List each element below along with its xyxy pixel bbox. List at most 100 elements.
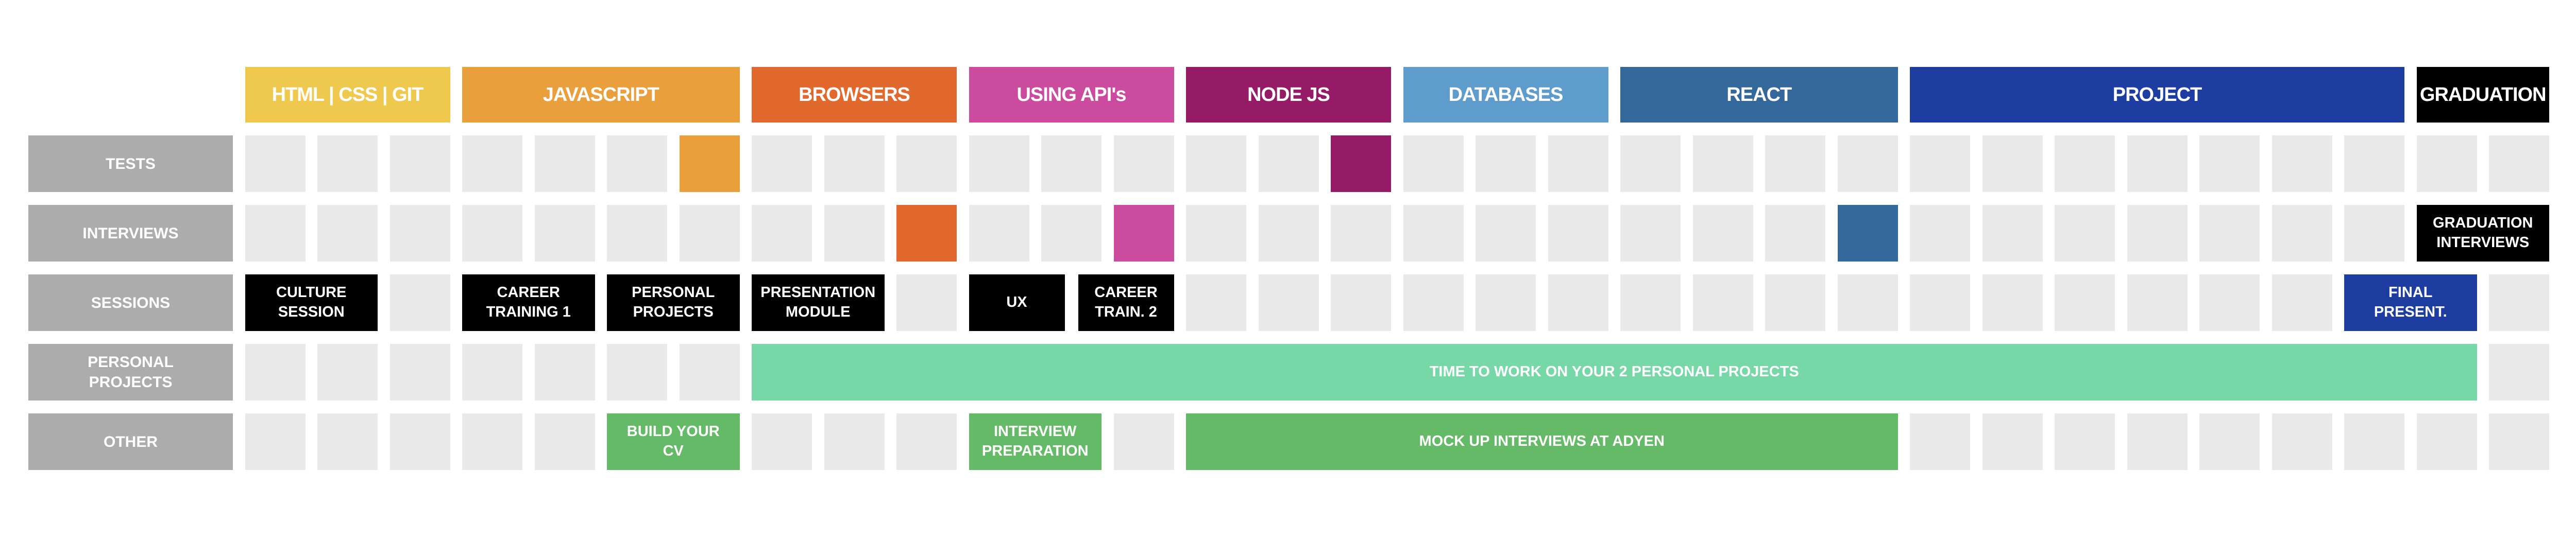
empty-cell: [607, 205, 667, 262]
empty-cell: [1982, 274, 2043, 331]
event-ux-session: UX: [969, 274, 1065, 331]
row-label-sessions: SESSIONS: [28, 274, 233, 331]
empty-cell: [607, 344, 667, 401]
empty-cell: [1258, 205, 1319, 262]
row-label-interviews: INTERVIEWS: [28, 205, 233, 262]
empty-cell: [1910, 135, 1970, 192]
event-personal-projects-session: PERSONAL PROJECTS: [607, 274, 740, 331]
empty-cell: [1548, 274, 1608, 331]
empty-cell: [245, 205, 306, 262]
module-header-databases: DATABASES: [1403, 67, 1608, 123]
empty-cell: [1258, 274, 1319, 331]
row-label-other: OTHER: [28, 413, 233, 470]
empty-cell: [1403, 274, 1464, 331]
event-javascript-test: [679, 135, 740, 192]
module-header-html-css-git: HTML | CSS | GIT: [245, 67, 450, 123]
event-culture-session: CULTURE SESSION: [245, 274, 378, 331]
empty-cell: [1548, 135, 1608, 192]
empty-cell: [1765, 205, 1825, 262]
event-build-your-cv: BUILD YOUR CV: [607, 413, 740, 470]
empty-cell: [2489, 135, 2549, 192]
empty-cell: [1041, 205, 1101, 262]
empty-cell: [969, 135, 1029, 192]
empty-cell: [1910, 413, 1970, 470]
empty-cell: [534, 135, 595, 192]
empty-cell: [1837, 274, 1898, 331]
empty-cell: [1837, 135, 1898, 192]
module-header-using-apis: USING API's: [969, 67, 1174, 123]
empty-cell: [245, 344, 306, 401]
event-career-training-2: CAREER TRAIN. 2: [1078, 274, 1174, 331]
event-career-training-1: CAREER TRAINING 1: [462, 274, 595, 331]
empty-cell: [752, 135, 812, 192]
empty-cell: [389, 413, 450, 470]
empty-cell: [2489, 344, 2549, 401]
empty-cell: [389, 135, 450, 192]
empty-cell: [1258, 135, 1319, 192]
empty-cell: [2055, 274, 2115, 331]
empty-cell: [1620, 135, 1681, 192]
empty-cell: [2127, 205, 2188, 262]
empty-cell: [1692, 274, 1753, 331]
module-header-browsers: BROWSERS: [752, 67, 957, 123]
empty-cell: [2344, 413, 2404, 470]
empty-cell: [1403, 135, 1464, 192]
empty-cell: [824, 413, 885, 470]
empty-cell: [2055, 135, 2115, 192]
row-label-tests: TESTS: [28, 135, 233, 192]
empty-cell: [2055, 413, 2115, 470]
empty-cell: [389, 274, 450, 331]
empty-cell: [1331, 205, 1391, 262]
event-mock-up-interviews: MOCK UP INTERVIEWS AT ADYEN: [1186, 413, 1898, 470]
empty-cell: [2344, 205, 2404, 262]
empty-cell: [2127, 413, 2188, 470]
empty-cell: [534, 413, 595, 470]
module-header-react: REACT: [1620, 67, 1898, 123]
empty-cell: [1548, 205, 1608, 262]
module-header-project: PROJECT: [1910, 67, 2404, 123]
empty-cell: [2199, 205, 2260, 262]
empty-cell: [1982, 135, 2043, 192]
empty-cell: [2199, 413, 2260, 470]
empty-cell: [2199, 135, 2260, 192]
empty-cell: [2416, 135, 2477, 192]
empty-cell: [1765, 135, 1825, 192]
empty-cell: [824, 205, 885, 262]
empty-cell: [245, 135, 306, 192]
empty-cell: [2272, 413, 2332, 470]
event-apis-interview: [1113, 205, 1174, 262]
empty-cell: [2127, 135, 2188, 192]
empty-cell: [1476, 135, 1536, 192]
empty-cell: [969, 205, 1029, 262]
empty-cell: [1186, 135, 1246, 192]
empty-cell: [2127, 274, 2188, 331]
event-final-presentation: FINAL PRESENT.: [2344, 274, 2477, 331]
empty-cell: [1982, 205, 2043, 262]
empty-cell: [2416, 413, 2477, 470]
empty-cell: [896, 135, 957, 192]
empty-cell: [317, 135, 378, 192]
empty-cell: [2272, 205, 2332, 262]
empty-cell: [679, 344, 740, 401]
empty-cell: [1331, 274, 1391, 331]
empty-cell: [2489, 413, 2549, 470]
event-browsers-interview: [896, 205, 957, 262]
empty-cell: [1041, 135, 1101, 192]
event-node-js-test: [1331, 135, 1391, 192]
empty-cell: [2199, 274, 2260, 331]
event-interview-preparation: INTERVIEW PREPARATION: [969, 413, 1101, 470]
event-personal-projects-time: TIME TO WORK ON YOUR 2 PERSONAL PROJECTS: [752, 344, 2477, 401]
empty-cell: [389, 344, 450, 401]
empty-cell: [2344, 135, 2404, 192]
empty-cell: [1113, 413, 1174, 470]
empty-cell: [1910, 274, 1970, 331]
empty-cell: [1620, 274, 1681, 331]
module-header-graduation: GRADUATION: [2416, 67, 2549, 123]
empty-cell: [1113, 135, 1174, 192]
empty-cell: [2272, 135, 2332, 192]
empty-cell: [2055, 205, 2115, 262]
empty-cell: [752, 205, 812, 262]
empty-cell: [2272, 274, 2332, 331]
